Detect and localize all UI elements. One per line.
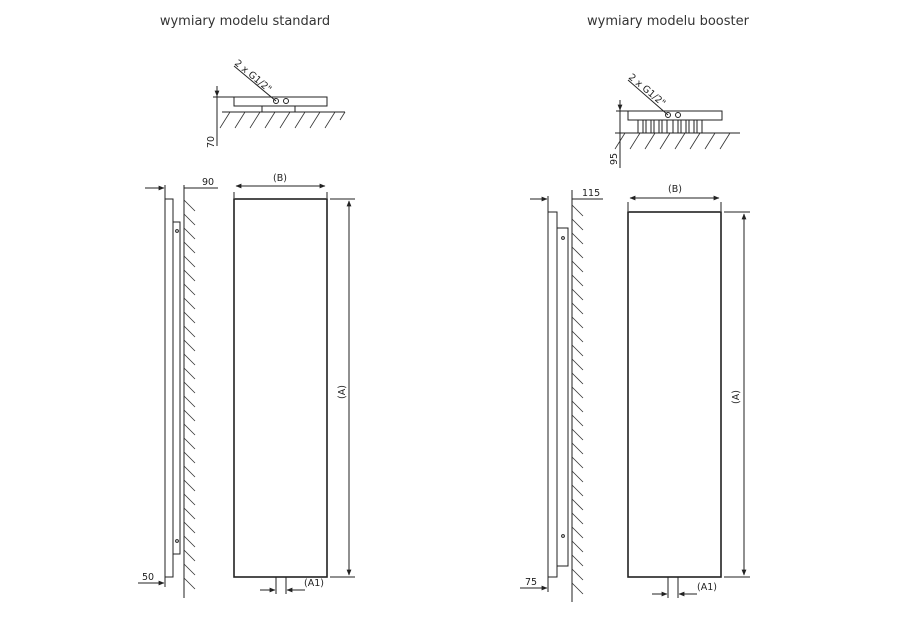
booster-side-view: 115 75 — [520, 188, 603, 602]
standard-depth-value: 70 — [206, 136, 217, 148]
radiator-side-profile — [164, 198, 174, 578]
standard-wall-gap-value: 90 — [202, 177, 214, 188]
connection-leader-line — [233, 65, 277, 102]
booster-title: wymiary modelu booster — [587, 14, 750, 29]
booster-depth-value: 95 — [609, 153, 620, 165]
radiator-front-panel — [233, 198, 328, 578]
booster-model: wymiary modelu booster — [520, 14, 750, 602]
standard-top-view: 2 x G1/2" 70 — [206, 58, 346, 148]
mounting-bracket-side — [556, 227, 569, 567]
standard-title: wymiary modelu standard — [160, 14, 330, 29]
connection-point-right — [283, 98, 289, 104]
radiator-top-profile — [627, 110, 723, 121]
standard-spacing-label: (A1) — [304, 578, 324, 589]
standard-side-offset-value: 50 — [142, 572, 154, 583]
connection-point-left — [665, 112, 671, 118]
radiator-top-profile — [233, 96, 328, 107]
connection-point-left — [273, 98, 279, 104]
standard-side-view: 90 50 — [138, 177, 218, 598]
standard-width-label: (B) — [273, 173, 287, 184]
wall-hatching-side — [571, 204, 584, 595]
booster-width-label: (B) — [668, 184, 682, 195]
standard-height-label: (A) — [337, 385, 348, 399]
booster-connection-label: 2 x G1/2" — [626, 72, 667, 109]
standard-front-view: (B) (A) (A1) — [233, 173, 355, 594]
radiator-side-profile — [547, 211, 558, 578]
connection-point-right — [675, 112, 681, 118]
booster-front-view: (B) (A) (A1) — [627, 184, 750, 598]
booster-fans — [637, 119, 703, 134]
booster-height-label: (A) — [731, 390, 742, 404]
booster-top-view: 2 x G1/2" 95 — [609, 72, 740, 168]
mounting-bracket-side — [172, 221, 181, 555]
wall-hatching-top — [219, 111, 346, 129]
wall-hatching-top — [614, 132, 731, 150]
wall-hatching-side — [183, 199, 196, 590]
booster-wall-gap-value: 115 — [582, 188, 600, 199]
standard-model: wymiary modelu standard 2 x G1/2" — [138, 14, 355, 598]
booster-spacing-label: (A1) — [697, 582, 717, 593]
booster-side-offset-value: 75 — [525, 577, 537, 588]
radiator-front-panel — [627, 211, 722, 578]
standard-connection-label: 2 x G1/2" — [232, 58, 273, 95]
wall-bracket — [261, 105, 296, 113]
connection-leader-line — [627, 79, 669, 116]
